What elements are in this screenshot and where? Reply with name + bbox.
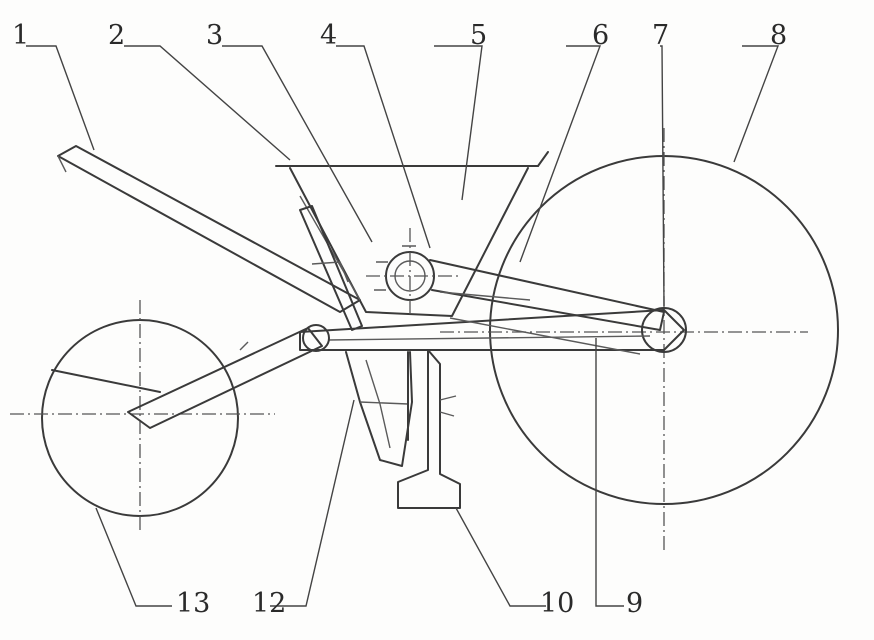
leader-lines: [26, 45, 780, 607]
seed-tube: [299, 205, 363, 331]
furrow-opener: [345, 351, 413, 467]
label-3: 3: [206, 20, 223, 51]
label-6: 6: [592, 20, 609, 51]
label-7: 7: [652, 20, 669, 51]
seed-hopper: [275, 151, 549, 317]
label-13: 13: [176, 588, 210, 619]
main-frame-bar: [299, 309, 685, 351]
front-wheel-arm: [127, 324, 330, 429]
metering-wheel: [366, 228, 462, 318]
rear-wheel: [440, 128, 839, 552]
press-shoe: [397, 349, 461, 509]
label-1: 1: [12, 20, 29, 51]
label-9: 9: [626, 588, 643, 619]
label-8: 8: [770, 20, 787, 51]
front-wheel: [10, 300, 275, 530]
label-12: 12: [252, 588, 286, 619]
handle: [57, 145, 361, 313]
drive-link: [429, 259, 665, 355]
label-4: 4: [320, 20, 337, 51]
label-10: 10: [540, 588, 574, 619]
label-2: 2: [108, 20, 125, 51]
label-5: 5: [470, 20, 487, 51]
